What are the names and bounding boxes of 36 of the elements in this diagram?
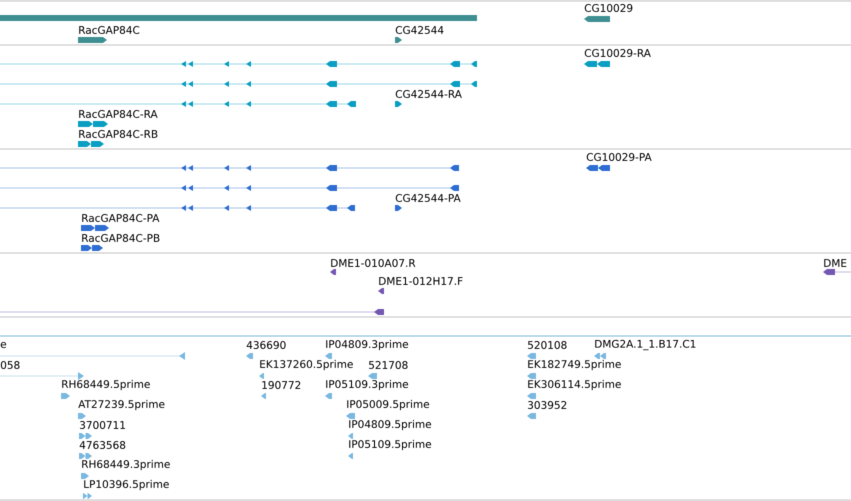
feature-label: RacGAP84C-PA: [82, 214, 160, 222]
feature-label: IP05009.5prime: [347, 400, 430, 410]
feature-label: IP04809.5prime: [349, 420, 432, 430]
feature-label: CG42544-PA: [396, 194, 461, 202]
feature-label: LP10396.5prime: [84, 480, 169, 490]
feature-label: CG42544: [396, 26, 444, 34]
feature-label: 4763568: [80, 441, 126, 449]
feature-label: RH68449.5prime: [62, 380, 150, 390]
feature-label: DME: [824, 259, 846, 267]
feature-label: CG10029-RA: [584, 49, 651, 57]
feature-label: AT27239.5prime: [78, 400, 164, 410]
feature-label: IP05109.3prime: [326, 380, 408, 390]
feature-label: RacGAP84C-PB: [82, 234, 160, 242]
feature-label: 436690: [246, 341, 286, 349]
feature-label: IP04809.3prime: [326, 340, 408, 350]
feature-label: 521708: [369, 361, 408, 369]
feature-label: RacGAP84C-RB: [79, 130, 158, 138]
feature-label: 520108: [528, 341, 567, 349]
feature-label: DMG2A.1_1.B17.C1: [595, 340, 696, 350]
feature-label: CG10029-PA: [586, 153, 652, 161]
feature-label: EK182749.5prime: [528, 360, 621, 370]
feature-label: RH68449.3prime: [82, 460, 170, 470]
feature-label: RacGAP84C: [79, 26, 140, 34]
feature-label: EK306114.5prime: [528, 380, 621, 390]
feature-label: 3700711: [80, 421, 125, 429]
feature-label: EK137260.5prime: [260, 360, 353, 370]
feature-label: e: [0, 342, 6, 348]
feature-label: 303952: [528, 401, 566, 409]
feature-label: DME1-010A07.R: [331, 259, 416, 267]
feature-label: DME1-012H17.F: [379, 277, 462, 285]
feature-label: IP05109.5prime: [349, 440, 432, 450]
feature-label: 190772: [262, 381, 300, 389]
feature-label: CG10029: [584, 4, 632, 12]
feature-label: CG42544-RA: [396, 90, 462, 98]
feature-label: RacGAP84C-RA: [79, 110, 158, 118]
feature-label: 058: [0, 361, 20, 369]
